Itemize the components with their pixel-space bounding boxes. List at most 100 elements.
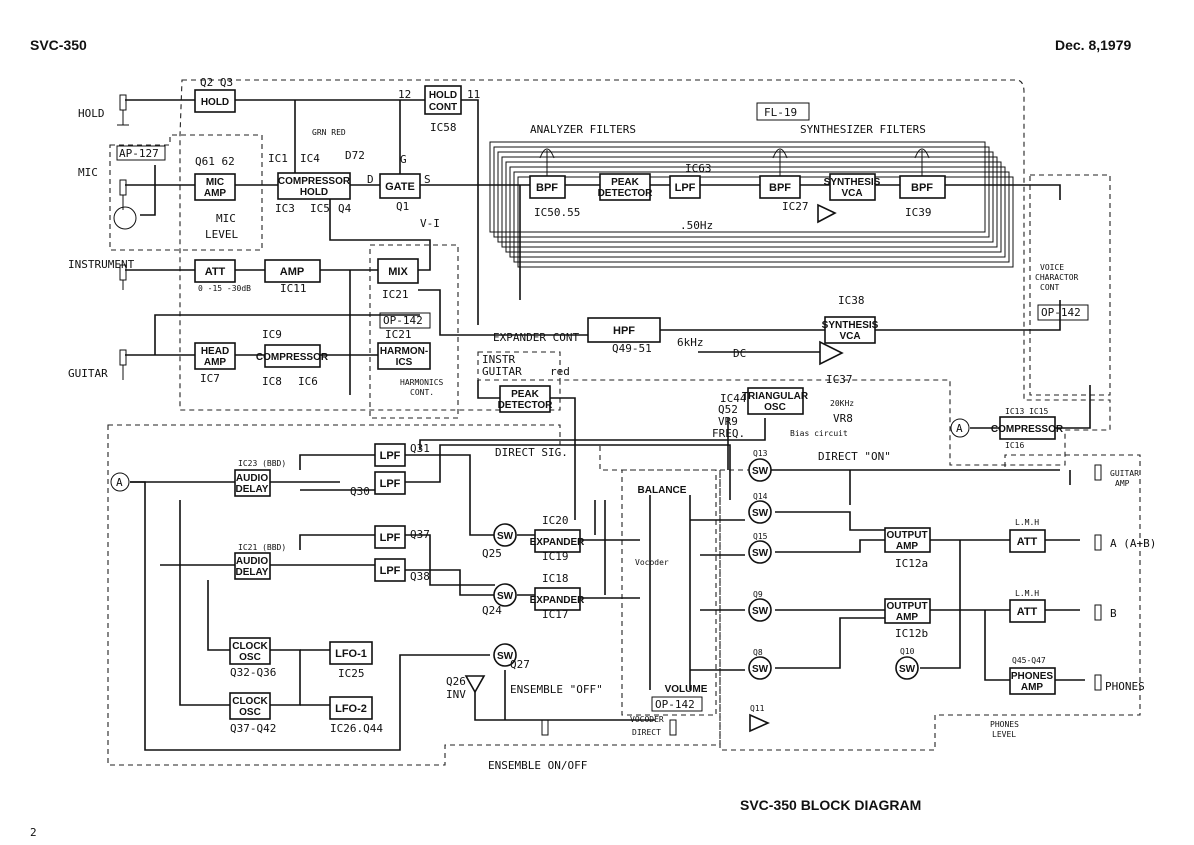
sw-q10: SW [895,656,919,680]
svg-text:SW: SW [752,606,769,617]
instrument-input-label: INSTRUMENT [68,258,135,271]
clock-osc-block-2: CLOCK OSC [229,692,271,720]
svg-text:Q1: Q1 [396,200,409,213]
op142-label: OP-142 [379,312,431,329]
svg-text:Q30: Q30 [350,485,370,498]
svg-text:IC21: IC21 [382,288,409,301]
svg-text:Q27: Q27 [510,658,530,671]
svg-text:HOLD: HOLD [429,90,457,101]
svg-text:ICS: ICS [396,357,413,368]
svg-text:GUITAR: GUITAR [1110,469,1139,478]
phones-amp-block: PHONES AMP [1009,667,1056,695]
svg-text:LFO-2: LFO-2 [335,703,367,715]
hold-block: HOLD [194,89,236,113]
svg-text:B: B [1110,607,1117,620]
svg-text:Q38: Q38 [410,570,430,583]
svg-text:LPF: LPF [380,450,401,462]
svg-text:red: red [550,365,570,378]
svg-text:IC50.55: IC50.55 [534,206,580,219]
svg-text:IC26.Q44: IC26.Q44 [330,722,383,735]
svg-text:Q45-Q47: Q45-Q47 [1012,656,1046,665]
lower-region-outline [107,424,721,766]
svg-text:IC13 IC15: IC13 IC15 [1005,407,1049,416]
ap127-label: AP-127 [116,145,166,161]
svg-text:IC27: IC27 [782,200,809,213]
svg-text:HPF: HPF [613,325,635,337]
sw-q27: SW [493,643,517,667]
svg-text:Q14: Q14 [753,492,768,501]
lpf-block-q30: LPF [374,471,406,495]
analyzer-lpf-block: LPF [669,175,701,199]
svg-text:SW: SW [752,664,769,675]
svg-text:SW: SW [752,548,769,559]
harmonics-outline [369,244,459,419]
filter-bank-stack [489,141,1014,268]
svg-text:HOLD: HOLD [300,187,328,198]
svg-text:6kHz: 6kHz [677,336,704,349]
expander-block-1: EXPANDER [530,529,585,553]
svg-text:IC19: IC19 [542,550,569,563]
svg-text:ANALYZER FILTERS: ANALYZER FILTERS [530,123,636,136]
svg-text:OP-142: OP-142 [1041,306,1081,319]
ic27-opamp [817,203,837,224]
annotation-labels: Q2 Q3 IC58 12 11 ANALYZER FILTERS SYNTHE… [116,76,1156,772]
svg-text:VR9: VR9 [718,415,738,428]
svg-text:IC7: IC7 [200,372,220,385]
svg-text:IC17: IC17 [542,608,569,621]
svg-text:OSC: OSC [239,707,261,718]
svg-text:IC20: IC20 [542,514,569,527]
svg-text:Q24: Q24 [482,604,502,617]
svg-text:LEVEL: LEVEL [992,730,1016,739]
svg-text:OUTPUT: OUTPUT [886,601,927,612]
svg-text:INSTR: INSTR [482,353,515,366]
lpf-block-q38: LPF [374,558,406,582]
svg-text:AMP: AMP [1115,479,1130,488]
svg-text:CONT: CONT [1040,283,1059,292]
svg-text:ATT: ATT [205,266,226,278]
svg-text:CLOCK: CLOCK [232,696,268,707]
output-amp-block-b: OUTPUT AMP [884,598,931,624]
svg-text:VCA: VCA [839,331,860,342]
svg-text:20KHz: 20KHz [830,399,854,408]
clock-osc-block-1: CLOCK OSC [229,637,271,665]
svg-text:IC37: IC37 [826,373,853,386]
svg-text:BPF: BPF [536,182,558,194]
svg-text:OUTPUT: OUTPUT [886,530,927,541]
svg-text:ENSEMBLE "OFF": ENSEMBLE "OFF" [510,683,603,696]
svg-text:AMP: AMP [896,612,919,623]
svg-text:0 -15 -30dB: 0 -15 -30dB [198,284,251,293]
svg-text:Vocoder: Vocoder [635,558,669,567]
svg-text:OP-142: OP-142 [655,698,695,711]
balance-outline [621,469,717,716]
svg-text:HARMON-: HARMON- [380,346,428,357]
svg-text:HOLD: HOLD [201,97,229,108]
svg-text:V-I: V-I [420,217,440,230]
svg-text:GATE: GATE [385,181,415,193]
svg-text:DC: DC [733,347,746,360]
op142-right-label: OP-142 [1037,304,1089,321]
svg-text:LEVEL: LEVEL [205,228,238,241]
mic-input-label: MIC [78,166,98,179]
att-out-a: ATT [1009,529,1046,553]
svg-text:IC63: IC63 [685,162,712,175]
svg-text:OP-142: OP-142 [383,314,423,327]
svg-text:SW: SW [899,664,916,675]
svg-text:.50Hz: .50Hz [680,219,713,232]
model-title: SVC-350 [30,37,87,53]
peak-detector-block: PEAK DETECTOR [598,173,653,201]
svg-text:IC44: IC44 [720,392,747,405]
page-number: 2 [30,826,37,839]
svg-text:HARMONICS: HARMONICS [400,378,444,387]
svg-text:IC23 (BBD): IC23 (BBD) [238,459,286,468]
svg-text:OSC: OSC [764,402,786,413]
svg-text:Q37: Q37 [410,528,430,541]
svg-text:12: 12 [398,88,411,101]
svg-text:IC16: IC16 [1005,441,1024,450]
svg-text:MIC: MIC [206,177,224,188]
svg-text:SW: SW [497,591,514,602]
svg-text:IC11: IC11 [280,282,307,295]
input-jacks [110,94,1102,736]
head-amp-block: HEAD AMP [194,342,236,370]
sw-q8: SW [748,656,772,680]
triangular-osc-block: TRIANGULAR OSC [742,387,809,415]
